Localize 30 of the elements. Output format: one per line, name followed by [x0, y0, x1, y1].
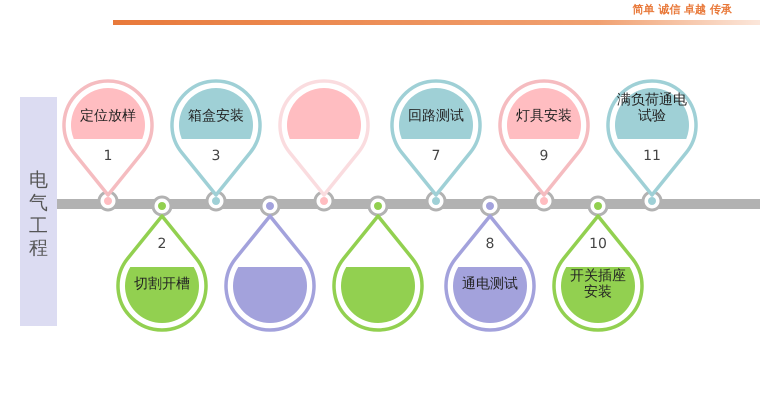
step-number: 2 [156, 236, 168, 252]
step-title: 满负荷通电试验 [616, 92, 688, 124]
step-title: 切割开槽 [133, 276, 191, 292]
step-number: 9 [538, 148, 550, 164]
step-number: 3 [210, 148, 222, 164]
step-number: 10 [588, 236, 608, 252]
side-band [20, 97, 57, 326]
drop-pin [114, 212, 210, 334]
step-number: 11 [642, 148, 662, 164]
drop-pin [276, 77, 372, 199]
drop-pin [330, 212, 426, 334]
step-number: 7 [430, 148, 442, 164]
step-title: 箱盒安装 [187, 108, 245, 124]
step-title: 灯具安装 [515, 108, 573, 124]
drop-pin [550, 212, 646, 334]
drop-pin [496, 77, 592, 199]
step-number: 8 [484, 236, 496, 252]
drop-pin [222, 212, 318, 334]
step-title: 定位放样 [79, 108, 137, 124]
vertical-title: 电气工程 [29, 169, 48, 260]
step-title: 通电测试 [461, 276, 519, 292]
drop-pin [388, 77, 484, 199]
step-number: 1 [102, 148, 114, 164]
drop-pin [60, 77, 156, 199]
step-title: 回路测试 [407, 108, 465, 124]
drop-pin [168, 77, 264, 199]
drop-pin [442, 212, 538, 334]
slogan-text: 简单 诚信 卓越 传承 [632, 2, 732, 17]
step-title: 开关插座安装 [569, 268, 627, 300]
drop-pin [604, 77, 700, 199]
